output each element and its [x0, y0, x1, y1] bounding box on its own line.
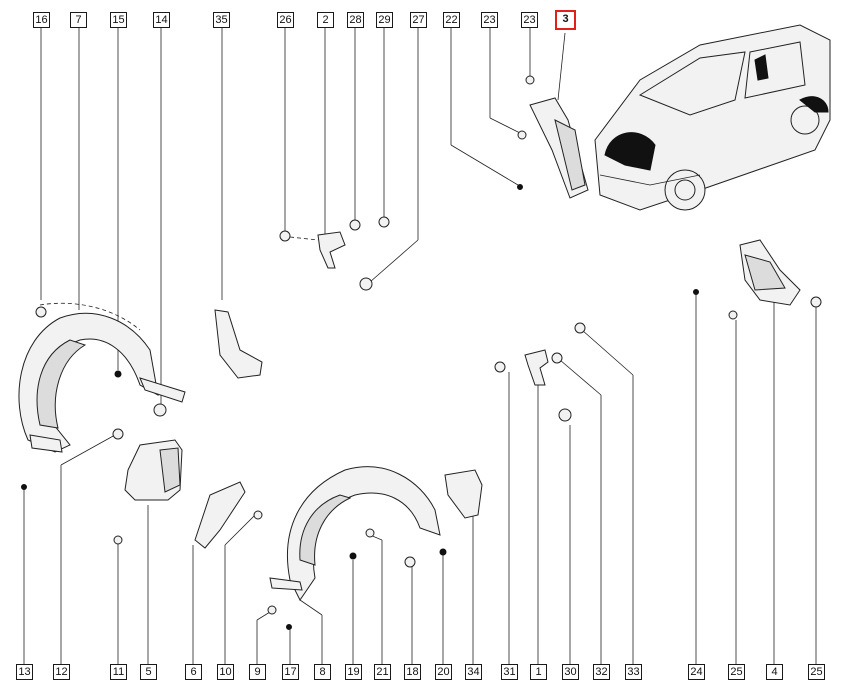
callout-13[interactable]: 13: [16, 664, 33, 680]
callout-26[interactable]: 26: [277, 12, 294, 28]
clip-10: [253, 510, 263, 520]
screw-19: [349, 552, 357, 560]
callout-25a[interactable]: 25: [728, 664, 745, 680]
callout-20[interactable]: 20: [435, 664, 452, 680]
mud-flap-35: [214, 309, 263, 379]
callout-24[interactable]: 24: [688, 664, 705, 680]
vehicle-illustration: [594, 24, 831, 211]
callout-9[interactable]: 9: [249, 664, 266, 680]
clip-12: [112, 428, 124, 440]
callout-7[interactable]: 7: [70, 12, 87, 28]
nut-32: [551, 352, 563, 364]
callout-19[interactable]: 19: [345, 664, 362, 680]
nut-31: [494, 361, 506, 373]
callout-32[interactable]: 32: [593, 664, 610, 680]
callout-30[interactable]: 30: [562, 664, 579, 680]
callout-28[interactable]: 28: [347, 12, 364, 28]
screw-17: [286, 624, 292, 630]
clip-25b: [810, 296, 822, 308]
callout-5[interactable]: 5: [140, 664, 157, 680]
clip-9: [267, 605, 277, 615]
clip-11: [113, 535, 123, 545]
callout-17[interactable]: 17: [282, 664, 299, 680]
callout-33[interactable]: 33: [625, 664, 642, 680]
callout-29[interactable]: 29: [376, 12, 393, 28]
bracket-4: [739, 239, 801, 306]
callout-23a[interactable]: 23: [481, 12, 498, 28]
wheel-arch-liner-rear: [269, 466, 441, 601]
clip-14: [153, 403, 167, 417]
bracket-1: [524, 349, 549, 386]
clip-21: [365, 528, 375, 538]
callout-3-selected[interactable]: 3: [555, 10, 576, 30]
callout-15[interactable]: 15: [110, 12, 127, 28]
clip-25a: [728, 310, 738, 320]
bracket-2: [317, 231, 346, 269]
screw-24: [693, 289, 699, 295]
clip-23a: [525, 75, 535, 85]
clip-16: [35, 306, 47, 318]
screw-20: [439, 548, 447, 556]
nut-27: [359, 277, 373, 291]
nut-26: [279, 230, 291, 242]
callout-25b[interactable]: 25: [808, 664, 825, 680]
clip-23b: [517, 130, 527, 140]
rear-liner-3: [529, 97, 589, 199]
screw-15: [114, 370, 122, 378]
callout-34[interactable]: 34: [465, 664, 482, 680]
callout-10[interactable]: 10: [217, 664, 234, 680]
callout-2[interactable]: 2: [317, 12, 334, 28]
callout-12[interactable]: 12: [53, 664, 70, 680]
splash-guard-5: [124, 439, 183, 501]
callout-4[interactable]: 4: [766, 664, 783, 680]
callout-11[interactable]: 11: [110, 664, 127, 680]
callout-14[interactable]: 14: [153, 12, 170, 28]
mud-flap-34: [444, 469, 483, 519]
screw-13: [21, 484, 27, 490]
callout-35[interactable]: 35: [213, 12, 230, 28]
callout-27[interactable]: 27: [410, 12, 427, 28]
clip-18: [404, 556, 416, 568]
callout-1[interactable]: 1: [530, 664, 547, 680]
callout-31[interactable]: 31: [501, 664, 518, 680]
callout-16[interactable]: 16: [33, 12, 50, 28]
nut-33: [574, 322, 586, 334]
callout-18[interactable]: 18: [404, 664, 421, 680]
callout-23b[interactable]: 23: [521, 12, 538, 28]
nut-30: [558, 408, 572, 422]
nut-28: [349, 219, 361, 231]
callout-21[interactable]: 21: [374, 664, 391, 680]
callout-22[interactable]: 22: [443, 12, 460, 28]
wheel-arch-liner-front: [18, 302, 186, 453]
callout-6[interactable]: 6: [185, 664, 202, 680]
nut-29: [378, 216, 390, 228]
bracket-6: [194, 481, 246, 549]
callout-8[interactable]: 8: [314, 664, 331, 680]
screw-22: [517, 184, 523, 190]
